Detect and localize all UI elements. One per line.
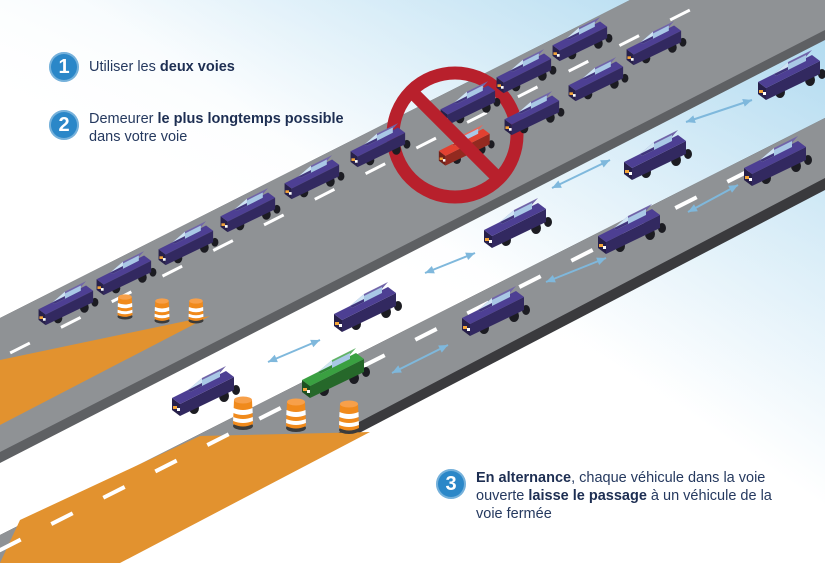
car-light bbox=[351, 158, 355, 161]
step-3-number-badge: 3 bbox=[436, 469, 466, 499]
car-light bbox=[497, 84, 501, 87]
car-plate bbox=[339, 324, 342, 327]
traffic-barrel-icon bbox=[189, 298, 204, 323]
barrel-top bbox=[118, 294, 132, 299]
car-plate bbox=[631, 58, 634, 61]
car-light bbox=[303, 388, 307, 391]
step-1: 1 Utiliser les deux voies bbox=[49, 52, 235, 82]
traffic-barrel-icon bbox=[339, 401, 359, 435]
car-light bbox=[759, 90, 763, 93]
car-plate bbox=[557, 54, 560, 57]
car-plate bbox=[509, 128, 512, 131]
car-light bbox=[159, 256, 163, 259]
car-light bbox=[627, 56, 631, 59]
car-light bbox=[505, 126, 509, 129]
step-2-number-badge: 2 bbox=[49, 110, 79, 140]
barrel-top bbox=[287, 399, 305, 406]
car-light bbox=[463, 326, 467, 329]
car-light bbox=[97, 286, 101, 289]
car-plate bbox=[443, 159, 445, 161]
car-plate bbox=[355, 160, 358, 163]
car-plate bbox=[163, 258, 166, 261]
car-light bbox=[285, 190, 289, 193]
step-1-text-bold: deux voies bbox=[160, 59, 235, 75]
car-plate bbox=[749, 178, 752, 181]
car-plate bbox=[629, 172, 632, 175]
car-light bbox=[625, 170, 629, 173]
traffic-barrel-icon bbox=[118, 294, 133, 319]
step-3-text-bold: En alternance bbox=[476, 470, 571, 486]
car-plate bbox=[101, 288, 104, 291]
step-2-text-part: Demeurer bbox=[89, 111, 158, 127]
step-3: 3 En alternance, chaque véhicule dans la… bbox=[436, 469, 776, 523]
step-3-text-bold: laisse le passage bbox=[528, 488, 647, 504]
car-plate bbox=[177, 408, 180, 411]
step-2-text-part: dans votre voie bbox=[89, 129, 187, 145]
barrel-top bbox=[189, 298, 203, 303]
car-light bbox=[173, 406, 177, 409]
step-1-text-part: Utiliser les bbox=[89, 59, 160, 75]
car-plate bbox=[307, 390, 310, 393]
step-2: 2 Demeurer le plus longtemps possible da… bbox=[49, 110, 344, 146]
car-plate bbox=[43, 318, 46, 321]
car-plate bbox=[501, 86, 504, 89]
step-1-number-badge: 1 bbox=[49, 52, 79, 82]
car-light bbox=[569, 92, 573, 95]
car-light bbox=[39, 316, 43, 319]
car-light bbox=[335, 322, 339, 325]
step-1-text: Utiliser les deux voies bbox=[89, 58, 235, 76]
car-light bbox=[599, 244, 603, 247]
car-plate bbox=[763, 92, 766, 95]
barrel-top bbox=[234, 397, 252, 404]
car-plate bbox=[489, 240, 492, 243]
car-light bbox=[440, 157, 443, 159]
car-plate bbox=[603, 246, 606, 249]
car-plate bbox=[289, 192, 292, 195]
step-3-text: En alternance, chaque véhicule dans la v… bbox=[476, 469, 776, 523]
traffic-barrel-icon bbox=[286, 399, 306, 433]
car-plate bbox=[573, 94, 576, 97]
car-light bbox=[553, 52, 557, 55]
traffic-barrel-icon bbox=[155, 298, 170, 323]
barrel-top bbox=[155, 298, 169, 303]
car-light bbox=[485, 238, 489, 241]
step-2-text: Demeurer le plus longtemps possible dans… bbox=[89, 110, 344, 146]
car-light bbox=[221, 223, 225, 226]
traffic-barrel-icon bbox=[233, 397, 253, 431]
car-light bbox=[745, 176, 749, 179]
car-plate bbox=[225, 225, 228, 228]
step-2-text-bold: le plus longtemps possible bbox=[158, 111, 344, 127]
car-plate bbox=[467, 328, 470, 331]
barrel-top bbox=[340, 401, 358, 408]
